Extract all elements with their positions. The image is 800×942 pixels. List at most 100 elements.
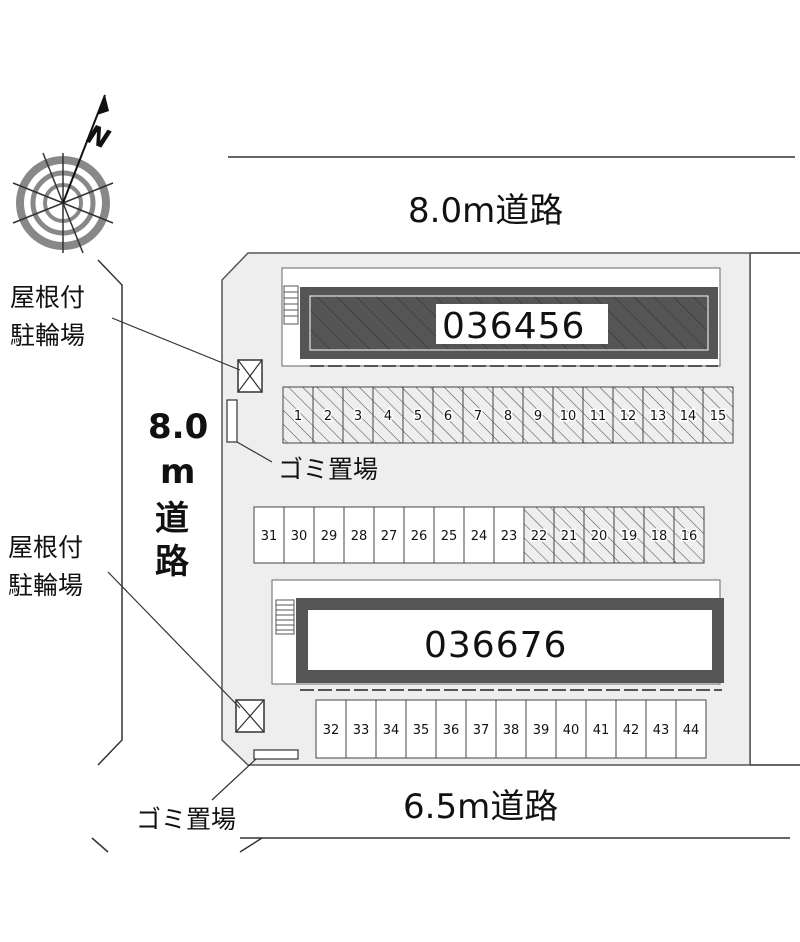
parking-space: 9 xyxy=(522,386,554,444)
parking-space: 13 xyxy=(642,386,674,444)
parking-space-number: 32 xyxy=(323,723,340,738)
parking-space-number: 9 xyxy=(534,409,542,424)
svg-text:駐輪場: 駐輪場 xyxy=(10,321,85,350)
parking-space-number: 35 xyxy=(413,723,430,738)
garbage-area-1 xyxy=(226,399,238,443)
svg-text:駐輪場: 駐輪場 xyxy=(8,571,83,600)
building-label: 036676 xyxy=(424,625,567,666)
parking-space: 6 xyxy=(432,386,464,444)
parking-space: 37 xyxy=(465,699,497,759)
parking-space-number: 33 xyxy=(353,723,370,738)
parking-space: 34 xyxy=(375,699,407,759)
parking-space: 14 xyxy=(672,386,704,444)
parking-space-number: 15 xyxy=(710,409,727,424)
parking-space-number: 10 xyxy=(560,409,577,424)
road-label-top: 8.0m道路 xyxy=(408,191,563,231)
parking-space-number: 38 xyxy=(503,723,520,738)
parking-space-number: 40 xyxy=(563,723,580,738)
parking-space: 7 xyxy=(462,386,494,444)
parking-space: 43 xyxy=(645,699,677,759)
parking-space: 4 xyxy=(372,386,404,444)
compass-icon: N xyxy=(12,94,114,254)
parking-space: 2 xyxy=(312,386,344,444)
parking-space: 38 xyxy=(495,699,527,759)
parking-space-number: 16 xyxy=(681,529,698,544)
parking-space: 22 xyxy=(523,506,555,564)
parking-space: 26 xyxy=(403,506,435,564)
garbage-label-1: ゴミ置場 xyxy=(278,455,378,484)
parking-space: 1 xyxy=(282,386,314,444)
parking-space-number: 14 xyxy=(680,409,697,424)
svg-text:8.0: 8.0 xyxy=(148,407,208,447)
parking-space: 20 xyxy=(583,506,615,564)
parking-space: 10 xyxy=(552,386,584,444)
parking-space-number: 11 xyxy=(590,409,607,424)
parking-space: 5 xyxy=(402,386,434,444)
parking-space: 39 xyxy=(525,699,557,759)
parking-space: 28 xyxy=(343,506,375,564)
bike-parking-label-1: 屋根付 駐輪場 xyxy=(10,283,85,350)
parking-space-number: 4 xyxy=(384,409,392,424)
parking-space-number: 19 xyxy=(621,529,638,544)
parking-space: 27 xyxy=(373,506,405,564)
bike-parking-label-2: 屋根付 駐輪場 xyxy=(8,533,83,600)
building-036676: 036676 xyxy=(271,579,724,691)
parking-space: 15 xyxy=(702,386,734,444)
parking-space: 18 xyxy=(643,506,675,564)
parking-space: 32 xyxy=(315,699,347,759)
road-label-bottom: 6.5m道路 xyxy=(403,787,558,827)
parking-space-number: 34 xyxy=(383,723,400,738)
svg-text:屋根付: 屋根付 xyxy=(10,283,85,312)
parking-space-number: 41 xyxy=(593,723,610,738)
parking-space: 30 xyxy=(283,506,315,564)
parking-space: 31 xyxy=(253,506,285,564)
parking-space-number: 20 xyxy=(591,529,608,544)
parking-space: 41 xyxy=(585,699,617,759)
parking-space-number: 12 xyxy=(620,409,637,424)
parking-space-number: 18 xyxy=(651,529,668,544)
parking-space: 11 xyxy=(582,386,614,444)
parking-space: 19 xyxy=(613,506,645,564)
parking-row-3: 32 33 34 35 36 37 38 39 40 41 42 43 44 xyxy=(315,699,707,759)
parking-space: 35 xyxy=(405,699,437,759)
parking-space: 44 xyxy=(675,699,707,759)
parking-space-number: 30 xyxy=(291,529,308,544)
parking-space: 21 xyxy=(553,506,585,564)
parking-space-number: 6 xyxy=(444,409,452,424)
parking-space-number: 3 xyxy=(354,409,362,424)
parking-space: 36 xyxy=(435,699,467,759)
garbage-label-2: ゴミ置場 xyxy=(136,805,236,834)
parking-space-number: 28 xyxy=(351,529,368,544)
stairs-icon xyxy=(275,599,295,635)
parking-space-number: 1 xyxy=(294,409,302,424)
bike-parking-2 xyxy=(235,699,265,733)
parking-space-number: 21 xyxy=(561,529,578,544)
parking-space: 29 xyxy=(313,506,345,564)
stairs-icon xyxy=(283,285,299,325)
svg-text:m: m xyxy=(160,452,195,492)
parking-space: 40 xyxy=(555,699,587,759)
parking-space-number: 37 xyxy=(473,723,490,738)
building-label: 036456 xyxy=(442,306,585,347)
parking-space-number: 36 xyxy=(443,723,460,738)
parking-space-number: 29 xyxy=(321,529,338,544)
parking-space-number: 24 xyxy=(471,529,488,544)
parking-space-number: 22 xyxy=(531,529,548,544)
parking-space-number: 8 xyxy=(504,409,512,424)
parking-space-number: 2 xyxy=(324,409,332,424)
parking-space: 23 xyxy=(493,506,525,564)
parking-space-number: 39 xyxy=(533,723,550,738)
parking-space: 16 xyxy=(673,506,705,564)
parking-space: 33 xyxy=(345,699,377,759)
parking-space-number: 26 xyxy=(411,529,428,544)
parking-space-number: 31 xyxy=(261,529,278,544)
parking-space-number: 23 xyxy=(501,529,518,544)
parking-space: 3 xyxy=(342,386,374,444)
parking-space-number: 42 xyxy=(623,723,640,738)
svg-text:路: 路 xyxy=(155,542,190,582)
parking-space-number: 13 xyxy=(650,409,667,424)
parking-space-number: 43 xyxy=(653,723,670,738)
